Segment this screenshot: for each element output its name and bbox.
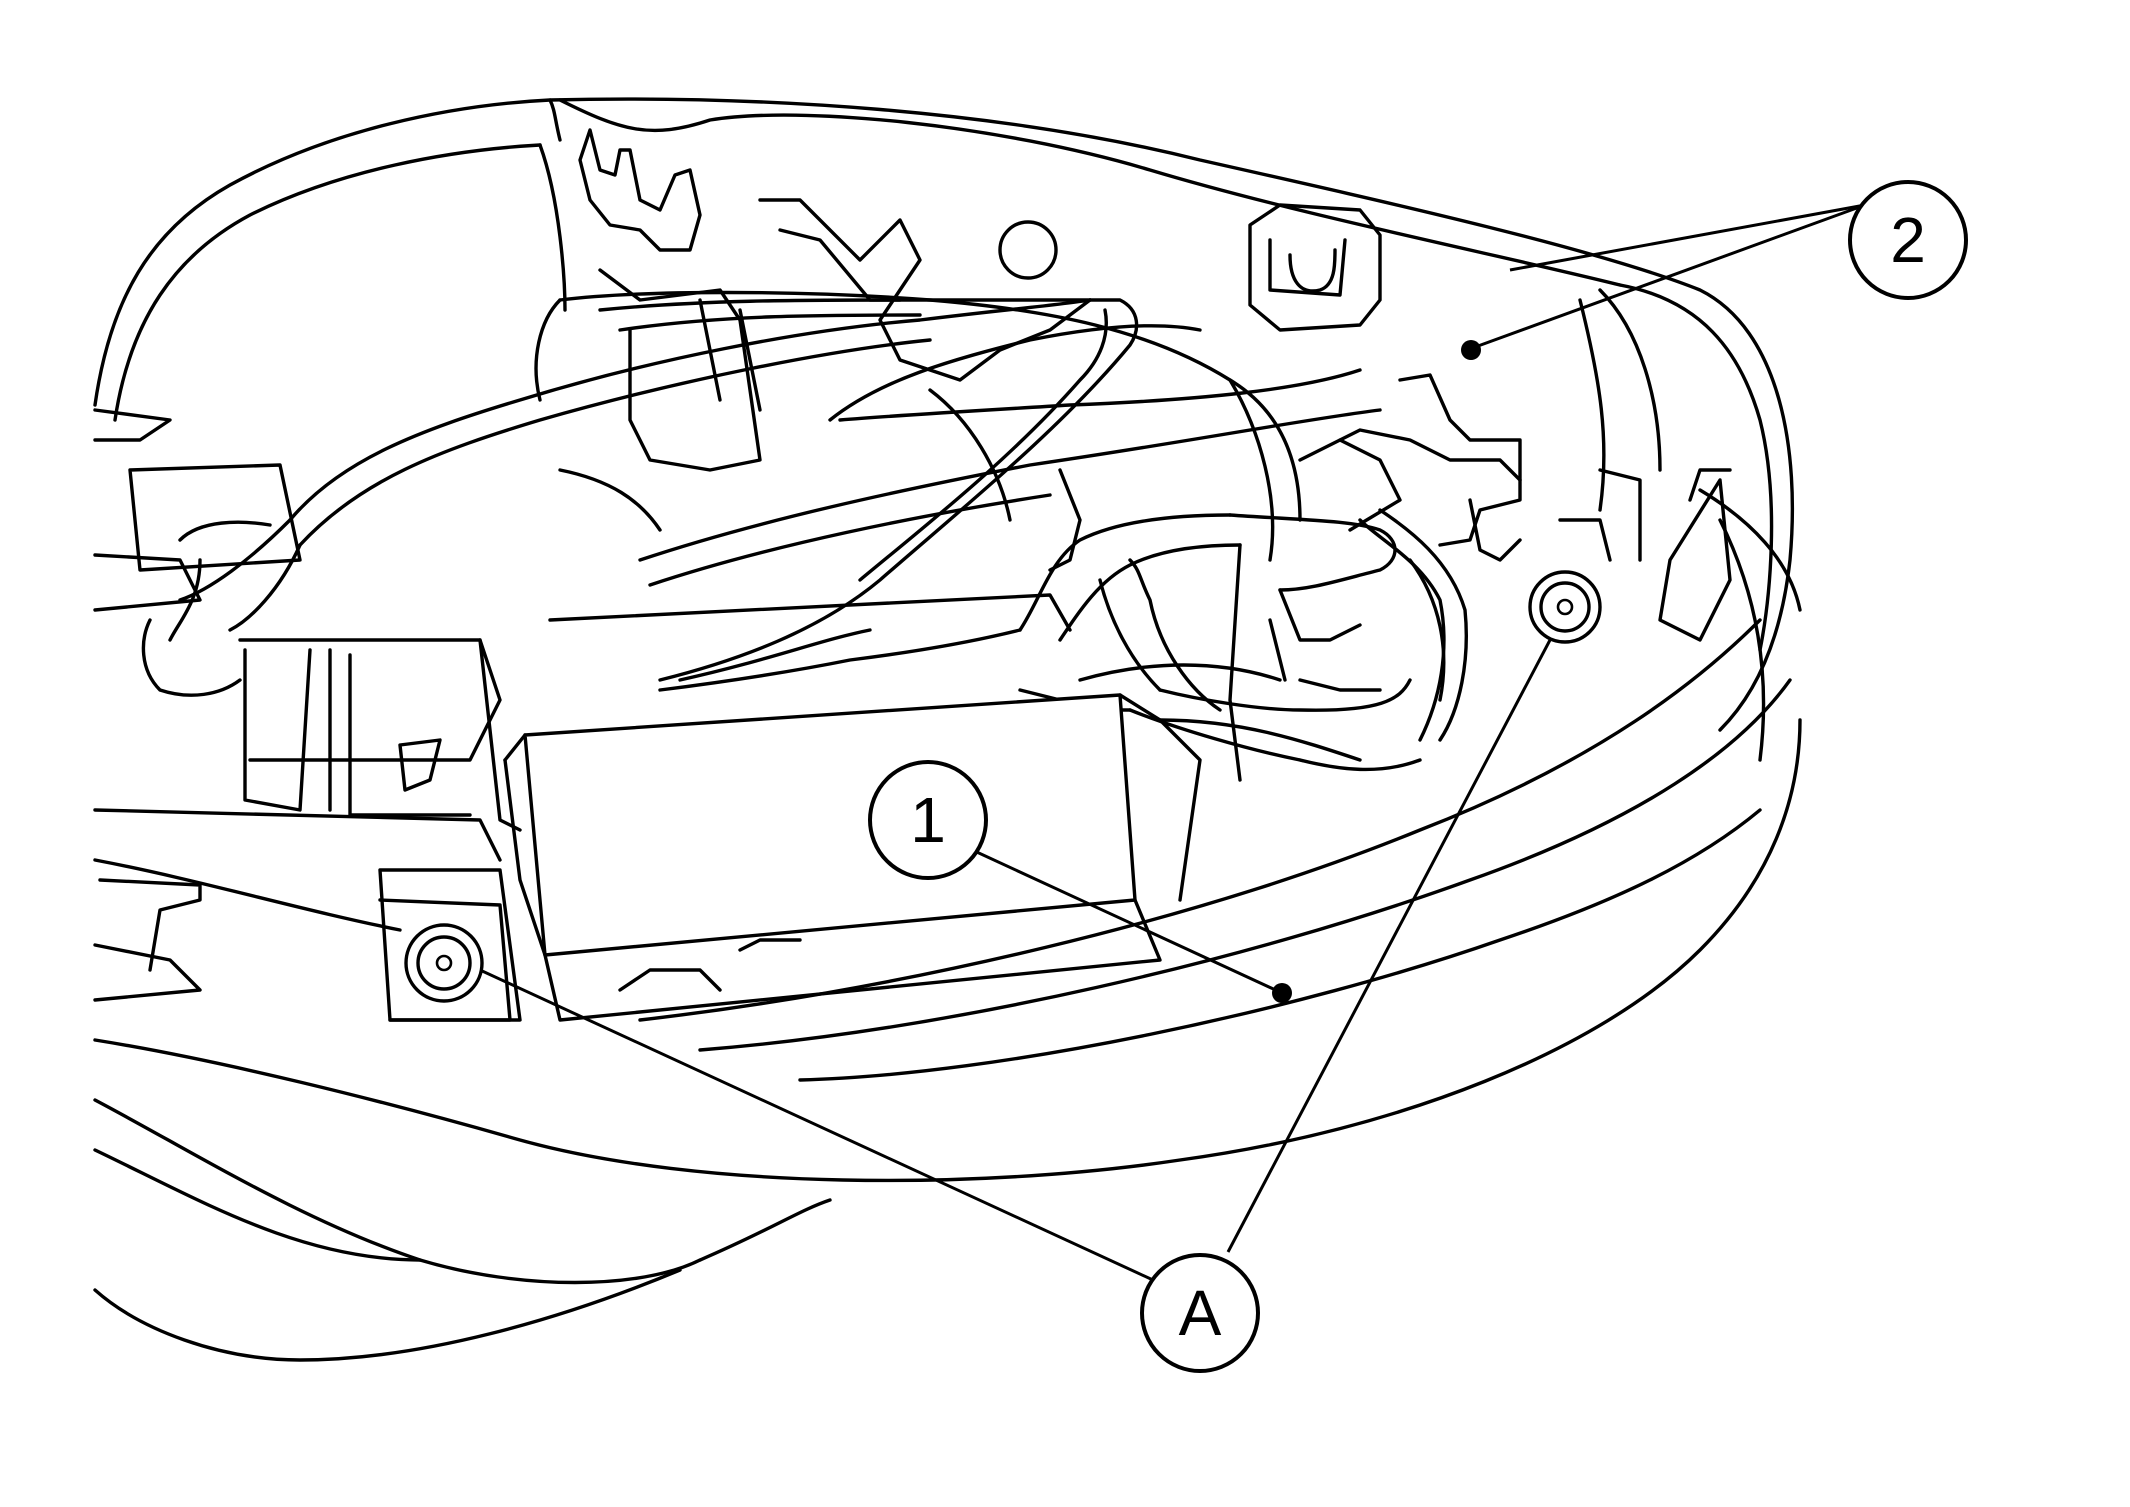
leader-1 [967,846,1283,995]
callout-a-label: A [1179,1277,1222,1349]
leader-1-dot [1272,983,1292,1003]
leader-2-line [1477,203,1866,348]
callout-a: A [1140,1253,1260,1373]
callout-2: 2 [1848,180,1968,300]
fastener-screw-right [1528,570,1602,644]
mirror-actuator [534,290,1302,632]
leader-a-left [479,968,1154,1282]
leader-2-dot [1461,340,1481,360]
callout-1: 1 [868,760,988,880]
fastener-screw-left [404,923,484,1003]
mirror-housing [93,97,1802,1362]
callout-1-label: 1 [910,784,946,856]
leader-lines [479,203,1866,1282]
leader-a-right [1226,639,1552,1253]
glass-heater-module [503,693,1362,1022]
fastener-left-boss [378,898,512,1022]
callout-2-label: 2 [1890,204,1926,276]
leader-2 [1509,203,1866,272]
